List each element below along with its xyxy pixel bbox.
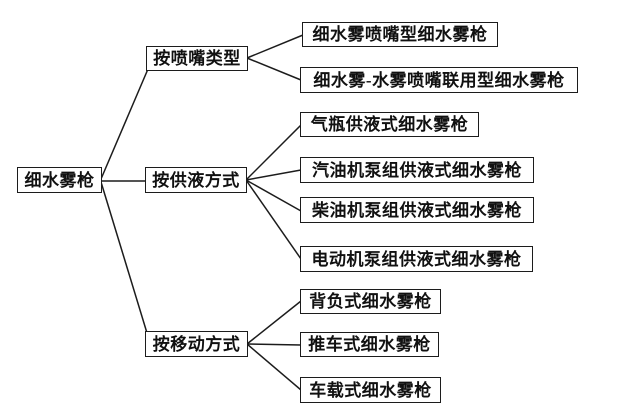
leaf-cart-gun: 推车式细水雾枪 xyxy=(300,332,439,357)
leaf-gasoline-pump-supply-gun: 汽油机泵组供液式细水雾枪 xyxy=(300,157,534,183)
leaf-backpack-gun: 背负式细水雾枪 xyxy=(300,289,441,314)
leaf-gas-cylinder-supply-gun: 气瓶供液式细水雾枪 xyxy=(300,112,479,137)
connector-line xyxy=(246,343,302,346)
branch-nozzle-type: 按喷嘴类型 xyxy=(146,46,248,71)
connector-line xyxy=(246,34,304,59)
branch-liquid-supply: 按供液方式 xyxy=(145,167,247,193)
connector-line xyxy=(246,343,302,391)
connector-line xyxy=(246,57,302,81)
connector-line xyxy=(100,68,149,180)
connector-line xyxy=(245,179,302,260)
connector-line xyxy=(245,169,302,181)
leaf-diesel-pump-supply-gun: 柴油机泵组供液式细水雾枪 xyxy=(300,197,534,223)
connector-line xyxy=(100,181,148,334)
connector-line xyxy=(245,179,302,212)
leaf-electric-pump-supply-gun: 电动机泵组供液式细水雾枪 xyxy=(300,246,533,272)
branch-mobility: 按移动方式 xyxy=(145,331,248,357)
connector-line xyxy=(246,300,302,345)
connector-line xyxy=(245,124,302,181)
leaf-mist-spray-combined-nozzle-gun: 细水雾-水雾喷嘴联用型细水雾枪 xyxy=(300,67,578,93)
leaf-vehicle-mounted-gun: 车载式细水雾枪 xyxy=(300,377,441,403)
root-node: 细水雾枪 xyxy=(17,167,102,193)
leaf-mist-nozzle-gun: 细水雾喷嘴型细水雾枪 xyxy=(302,22,498,47)
